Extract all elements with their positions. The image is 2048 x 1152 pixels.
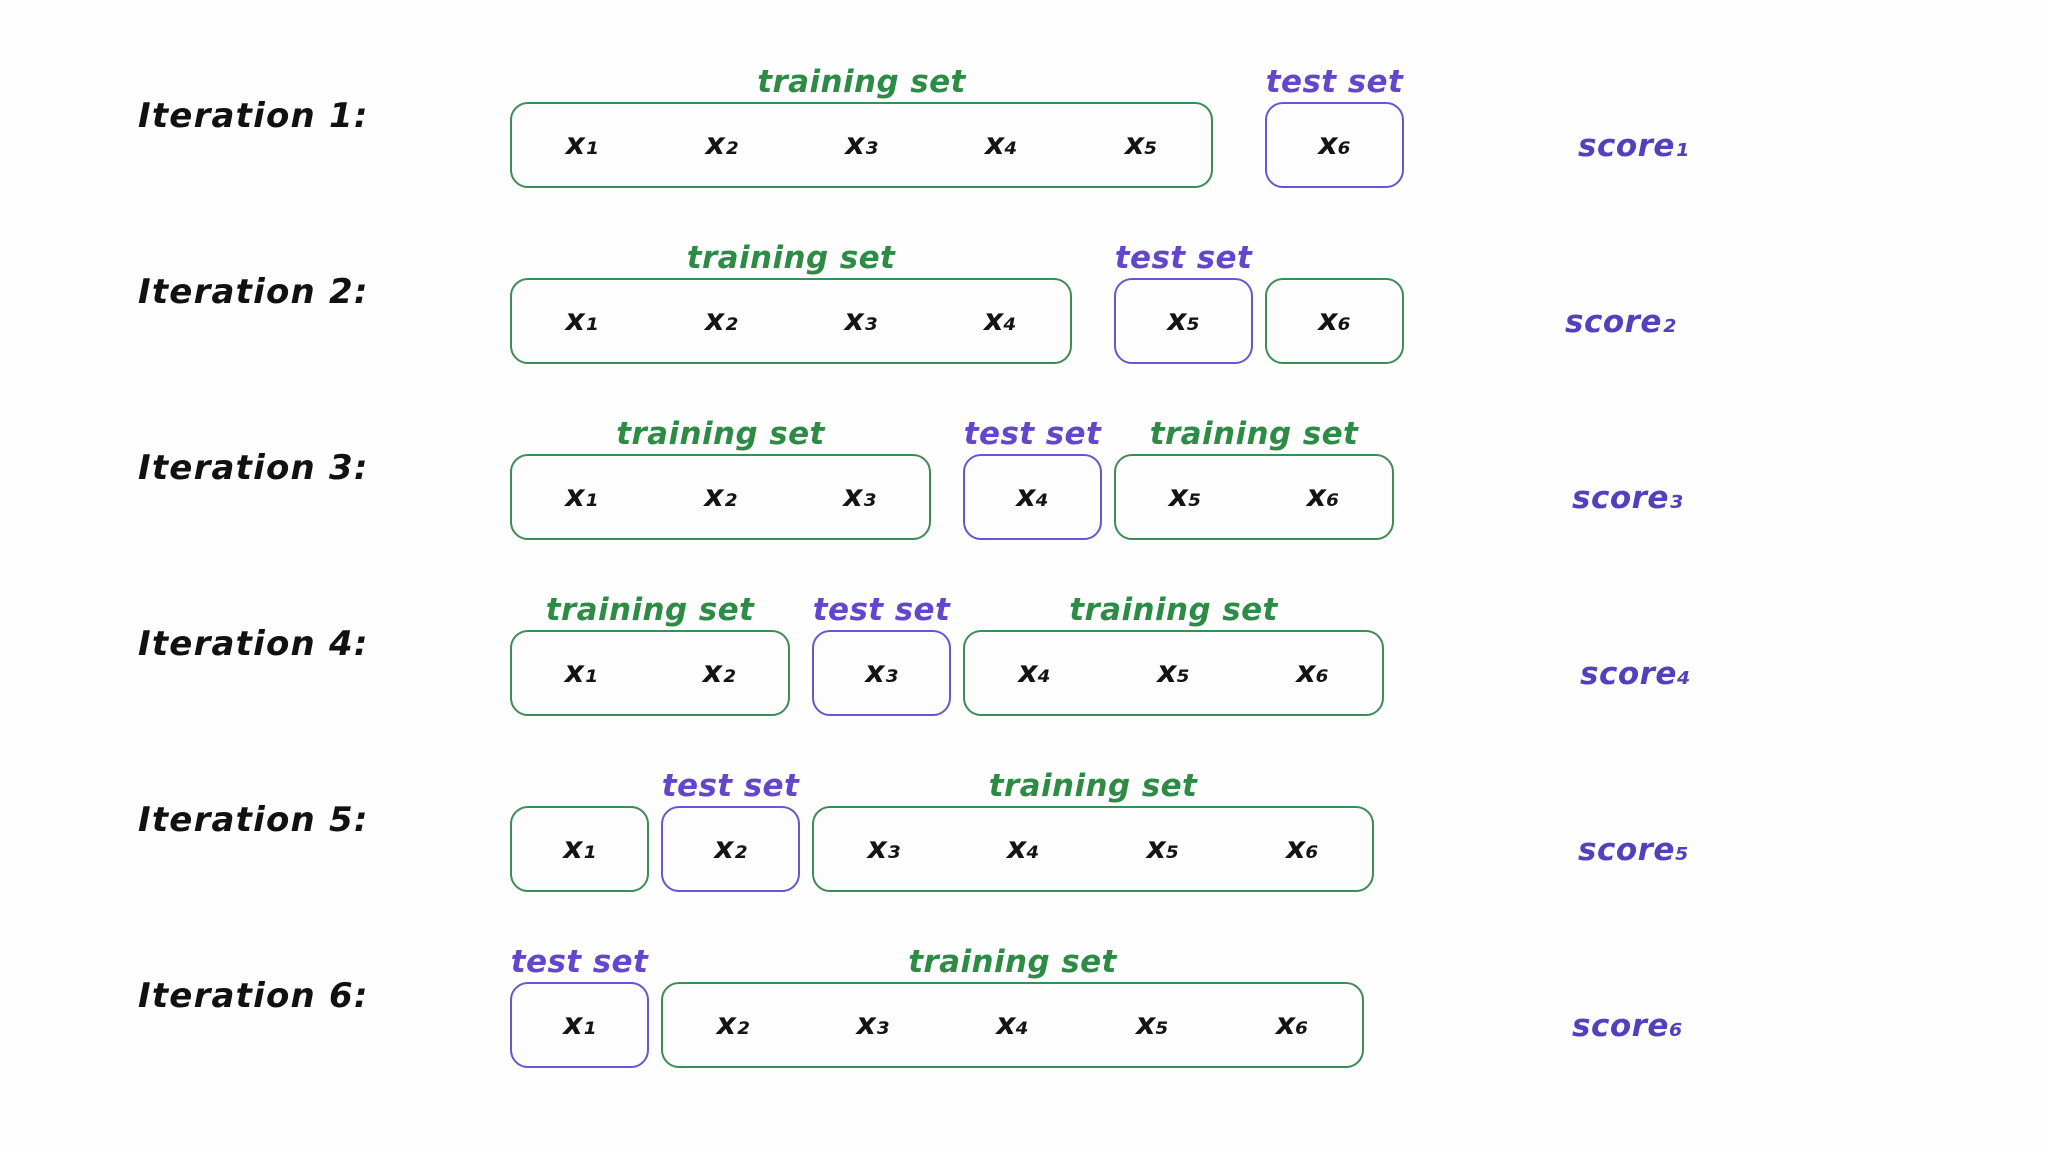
training-set-box[interactable]: x₁ x₂ x₃: [510, 454, 931, 540]
test-set-caption: test set: [661, 768, 800, 804]
test-set-box[interactable]: x₅: [1114, 278, 1253, 364]
test-set-caption: test set: [812, 592, 951, 628]
sample-cell: x₄: [996, 1007, 1029, 1042]
sample-cell: x₆: [1296, 655, 1329, 690]
sample-cell: x₃: [843, 479, 876, 514]
training-set-box[interactable]: x₆: [1265, 278, 1404, 364]
sample-cell: x₅: [1167, 303, 1200, 338]
sample-cell: x₃: [845, 127, 878, 162]
sample-cell: x₂: [716, 1007, 750, 1042]
sample-cell: x₂: [702, 655, 736, 690]
sample-cell: x₁: [565, 127, 599, 162]
training-set-box[interactable]: x₂ x₃ x₄ x₅ x₆: [661, 982, 1364, 1068]
sample-cell: x₅: [1146, 831, 1180, 866]
test-set-box[interactable]: x₄: [963, 454, 1102, 540]
test-set-caption: test set: [510, 944, 649, 980]
iteration-row: Iteration 6: x₁ test set x₂ x₃ x₄ x₅ x₆ training…: [0, 940, 2048, 1116]
sample-cell: x₁: [563, 831, 596, 866]
sample-cell: x₁: [563, 1007, 596, 1042]
sample-cell: x₆: [1275, 1007, 1309, 1042]
score-label: score₆: [1572, 1008, 1684, 1044]
training-set-caption: training set: [988, 768, 1198, 804]
sample-cell: x₆: [1306, 479, 1340, 514]
training-set-box[interactable]: x₄ x₅ x₆: [963, 630, 1384, 716]
test-set-box[interactable]: x₆: [1265, 102, 1404, 188]
iteration-row: Iteration 3: x₁ x₂ x₃ training set x₄ test set…: [0, 412, 2048, 588]
training-set-box[interactable]: x₁ x₂ x₃ x₄: [510, 278, 1072, 364]
sample-cell: x₄: [1018, 655, 1051, 690]
training-set-caption: training set: [616, 416, 825, 452]
sample-cell: x₃: [867, 831, 901, 866]
training-set-caption: training set: [908, 944, 1117, 980]
sample-cell: x₂: [714, 831, 747, 866]
test-set-caption: test set: [1114, 240, 1253, 276]
sample-cell: x₁: [565, 303, 599, 338]
iteration-label: Iteration 2:: [138, 272, 369, 312]
sample-cell: x₂: [705, 127, 738, 162]
sample-cell: x₂: [705, 303, 738, 338]
sample-cell: x₂: [704, 479, 737, 514]
sample-cell: x₆: [1286, 831, 1319, 866]
training-set-box[interactable]: x₁ x₂: [510, 630, 790, 716]
training-set-box[interactable]: x₁ x₂ x₃ x₄ x₅: [510, 102, 1213, 188]
iteration-row: Iteration 5: x₁ x₂ test set x₃ x₄ x₅ x₆ training…: [0, 764, 2048, 940]
sample-cell: x₃: [844, 303, 878, 338]
iteration-label: Iteration 6:: [138, 976, 369, 1016]
test-set-box[interactable]: x₃: [812, 630, 951, 716]
test-set-caption: test set: [1265, 64, 1404, 100]
sample-cell: x₃: [865, 655, 898, 690]
training-set-caption: training set: [545, 592, 755, 628]
training-set-box[interactable]: x₅ x₆: [1114, 454, 1394, 540]
sample-cell: x₃: [856, 1007, 889, 1042]
test-set-box[interactable]: x₂: [661, 806, 800, 892]
sample-cell: x₅: [1124, 127, 1158, 162]
sample-cell: x₅: [1136, 1007, 1169, 1042]
sample-cell: x₅: [1157, 655, 1190, 690]
iteration-label: Iteration 1:: [138, 96, 369, 136]
sample-cell: x₆: [1318, 127, 1351, 162]
iteration-row: Iteration 1: x₁ x₂ x₃ x₄ x₅ training set x₆ test…: [0, 60, 2048, 236]
sample-cell: x₄: [1016, 479, 1049, 514]
iteration-row: Iteration 2: x₁ x₂ x₃ x₄ training set x₅ test s…: [0, 236, 2048, 412]
score-label: score₂: [1565, 304, 1677, 340]
sample-cell: x₁: [564, 655, 598, 690]
sample-cell: x₁: [565, 479, 598, 514]
iteration-label: Iteration 3:: [138, 448, 369, 488]
iteration-row: Iteration 4: x₁ x₂ training set x₃ test set x₄…: [0, 588, 2048, 764]
test-set-caption: test set: [963, 416, 1102, 452]
sample-cell: x₄: [1007, 831, 1040, 866]
test-set-box[interactable]: x₁: [510, 982, 649, 1068]
iteration-label: Iteration 5:: [138, 800, 369, 840]
training-set-box[interactable]: x₁: [510, 806, 649, 892]
sample-cell: x₆: [1318, 303, 1351, 338]
score-label: score₅: [1578, 832, 1690, 868]
training-set-box[interactable]: x₃ x₄ x₅ x₆: [812, 806, 1374, 892]
sample-cell: x₄: [985, 127, 1018, 162]
score-label: score₄: [1580, 656, 1692, 692]
score-label: score₃: [1572, 480, 1684, 516]
training-set-caption: training set: [686, 240, 896, 276]
score-label: score₁: [1578, 128, 1690, 164]
training-set-caption: training set: [757, 64, 966, 100]
iteration-label: Iteration 4:: [138, 624, 369, 664]
sample-cell: x₅: [1168, 479, 1202, 514]
training-set-caption: training set: [1069, 592, 1278, 628]
sample-cell: x₄: [984, 303, 1017, 338]
training-set-caption: training set: [1149, 416, 1359, 452]
